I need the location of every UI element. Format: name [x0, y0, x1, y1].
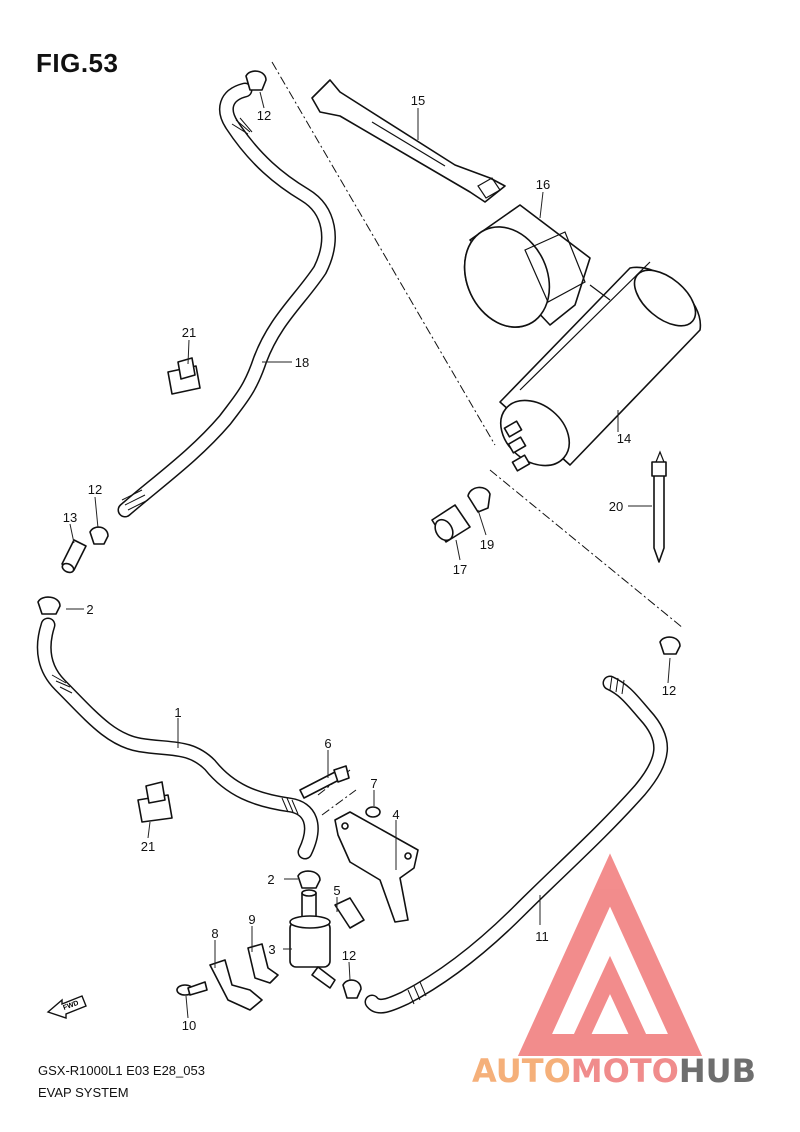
- callout-12-top: 12: [257, 108, 271, 123]
- bolt-6: [299, 765, 350, 799]
- callout-6: 6: [324, 736, 331, 751]
- callout-12-right: 12: [662, 683, 676, 698]
- callout-3: 3: [268, 942, 275, 957]
- watermark-moto: MOTO: [571, 1052, 679, 1090]
- clamp-2-bottom: [297, 870, 321, 889]
- callout-8: 8: [211, 926, 218, 941]
- callout-19: 19: [480, 537, 494, 552]
- callout-13: 13: [63, 510, 77, 525]
- callout-14: 14: [617, 431, 631, 446]
- callout-12-bottom: 12: [342, 948, 356, 963]
- callout-21-lower: 21: [141, 839, 155, 854]
- system-name: EVAP SYSTEM: [38, 1085, 129, 1100]
- callout-9: 9: [248, 912, 255, 927]
- hose-11: [364, 675, 668, 1014]
- callout-17: 17: [453, 562, 467, 577]
- fwd-arrow-icon: FWD: [46, 995, 87, 1019]
- model-code: GSX-R1000L1 E03 E28_053: [38, 1063, 205, 1078]
- canister-14: [499, 261, 701, 472]
- callout-21-upper: 21: [182, 325, 196, 340]
- hose-18: [117, 82, 336, 518]
- callout-7: 7: [370, 776, 377, 791]
- joint-17: [431, 504, 471, 543]
- clamp-2-top: [37, 596, 61, 615]
- callout-15: 15: [411, 93, 425, 108]
- bracket-4: [334, 811, 419, 923]
- watermark-auto: AUTO: [472, 1052, 571, 1090]
- callout-1: 1: [174, 705, 181, 720]
- watermark-text: AUTOMOTOHUB: [472, 1052, 756, 1090]
- clamp-12-right: [659, 636, 681, 655]
- callout-2-top: 2: [86, 602, 93, 617]
- clamp-21-lower: [137, 781, 173, 823]
- washer-7: [365, 806, 381, 818]
- bracket-15: [311, 79, 506, 203]
- clamp-19: [467, 486, 491, 513]
- callout-16: 16: [536, 177, 550, 192]
- routing-lines: [271, 61, 684, 816]
- holder-16: [463, 204, 591, 328]
- callout-12-mid: 12: [88, 482, 102, 497]
- clip-5: [334, 897, 365, 929]
- callout-labels: 1 2 2 3 4 5 6 7 8 9 10 11 12 12 12 12 13…: [63, 93, 676, 1033]
- bracket-8: [209, 959, 263, 1011]
- fitting-13: [61, 539, 87, 574]
- clamp-12-bottom: [342, 979, 362, 999]
- clamp-12-top: [245, 70, 267, 91]
- watermark-hub: HUB: [679, 1052, 756, 1090]
- callout-18: 18: [295, 355, 309, 370]
- clamp-12-mid: [89, 526, 109, 545]
- clamp-21-upper: [167, 357, 201, 395]
- callout-20: 20: [609, 499, 623, 514]
- valve-3: [289, 889, 336, 989]
- hose-1: [36, 617, 319, 860]
- tie-strap-20: [651, 450, 667, 563]
- callout-2-bottom: 2: [267, 872, 274, 887]
- callout-11: 11: [535, 929, 549, 944]
- screw-10: [176, 981, 208, 996]
- watermark-logo: [517, 853, 703, 1056]
- bracket-9: [247, 943, 279, 984]
- figure-title: FIG.53: [36, 48, 119, 78]
- callout-5: 5: [333, 883, 340, 898]
- callout-4: 4: [392, 807, 399, 822]
- callout-10: 10: [182, 1018, 196, 1033]
- leader-lines: [66, 91, 671, 1019]
